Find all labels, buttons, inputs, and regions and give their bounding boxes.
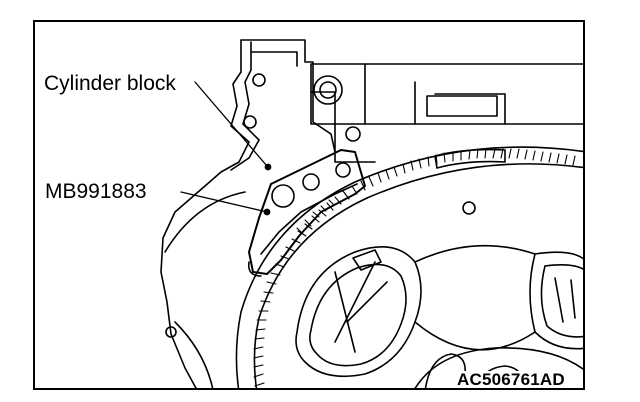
flywheel-teeth bbox=[253, 148, 576, 387]
flywheel-bolt-hole-2 bbox=[165, 326, 177, 338]
shaft-detail bbox=[352, 249, 382, 271]
leader-tool bbox=[180, 191, 268, 213]
upper-block-lines bbox=[364, 63, 506, 125]
flywheel-middle-arc bbox=[414, 244, 536, 263]
figure-code-label: AC506761AD bbox=[455, 370, 567, 389]
tool-hole-small bbox=[335, 162, 351, 178]
upper-bolt-inner bbox=[319, 81, 337, 99]
tool-teeth-engage bbox=[296, 199, 335, 235]
special-tool-body bbox=[248, 149, 366, 275]
flywheel-lower-arc bbox=[414, 321, 536, 351]
flywheel-ring-inner bbox=[253, 163, 583, 388]
tool-hook bbox=[247, 261, 262, 277]
tool-hole-large bbox=[271, 184, 295, 208]
special-tool-label: MB991883 bbox=[43, 180, 149, 203]
upper-slot bbox=[426, 95, 498, 117]
flywheel-ring-outer bbox=[235, 146, 583, 388]
leader-cylinder-block bbox=[194, 81, 268, 167]
upper-housing bbox=[240, 39, 336, 153]
cylinder-block-outline bbox=[160, 39, 250, 388]
engine-illustration bbox=[160, 39, 583, 388]
upper-bolt-outer bbox=[313, 75, 343, 105]
hub-cutout bbox=[424, 353, 467, 388]
leader-dot-cylinder-block bbox=[264, 163, 272, 171]
special-tool-inner-edge bbox=[260, 183, 358, 255]
gear-slot-upper bbox=[434, 148, 506, 169]
upper-bolt-hole bbox=[252, 73, 266, 87]
block-left-lobe bbox=[164, 191, 246, 253]
mid-bolt-hole bbox=[345, 126, 361, 142]
diagram-frame: Cylinder block MB991883 AC506761AD bbox=[33, 20, 585, 390]
cylinder-block-inner-outline bbox=[230, 41, 260, 171]
leader-dot-tool bbox=[263, 208, 271, 216]
upper-block bbox=[310, 63, 583, 125]
flywheel-right-inner bbox=[540, 264, 583, 338]
right-detail-lines bbox=[554, 277, 576, 323]
upper-housing-inner bbox=[250, 51, 298, 67]
small-hole-1 bbox=[243, 115, 257, 129]
housing-right-edge bbox=[334, 123, 376, 163]
flywheel-web bbox=[334, 261, 388, 353]
tool-hole-medium bbox=[302, 173, 320, 191]
cylinder-block-label: Cylinder block bbox=[42, 72, 178, 95]
flywheel-bolt-hole-1 bbox=[462, 201, 476, 215]
block-bottom-left bbox=[174, 321, 214, 388]
flywheel-hub-ring bbox=[414, 347, 583, 388]
flywheel-center-left-inner bbox=[309, 263, 407, 367]
